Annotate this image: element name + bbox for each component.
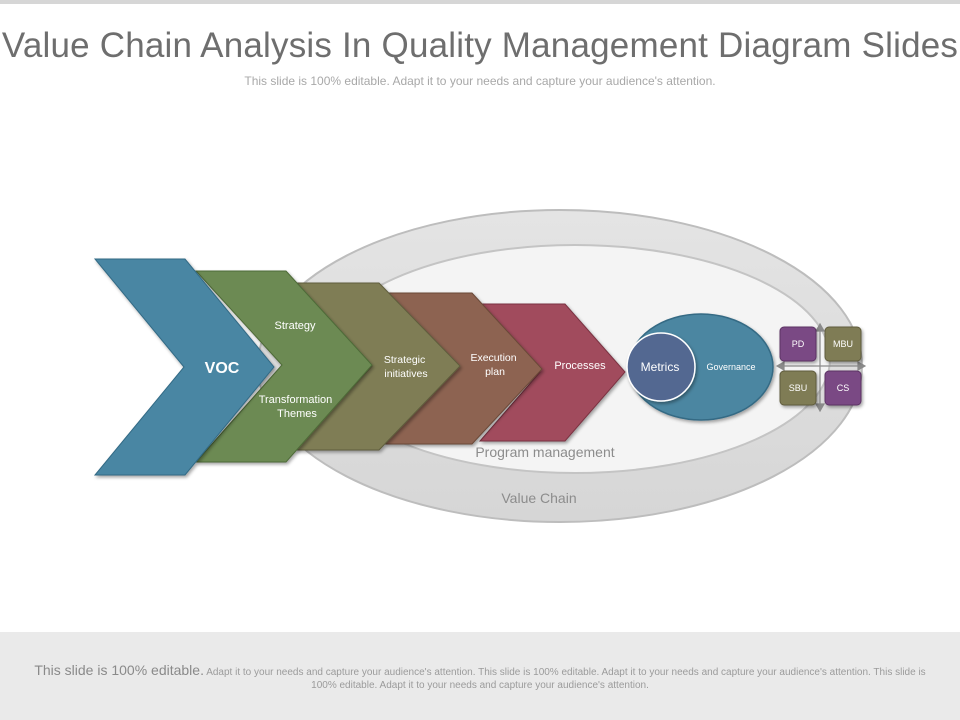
quadrant-mbu bbox=[824, 326, 862, 362]
quadrant-cs bbox=[824, 370, 862, 406]
footer-lead: This slide is 100% editable. bbox=[34, 662, 204, 678]
strategic-initiatives-line-2: initiatives bbox=[384, 368, 427, 380]
value-chain-label: Value Chain bbox=[501, 490, 576, 506]
metrics-circle bbox=[626, 332, 696, 402]
top-bar bbox=[0, 0, 960, 16]
chevron-processes bbox=[478, 303, 626, 442]
execution-plan-label: Execution plan bbox=[470, 352, 519, 378]
page-title: Value Chain Analysis In Quality Manageme… bbox=[1, 26, 959, 65]
chevron-voc bbox=[93, 258, 275, 476]
transformation-themes-label: Transformation Themes bbox=[259, 394, 336, 420]
processes-label: Processes bbox=[554, 360, 606, 372]
quadrant-sbu bbox=[779, 370, 817, 406]
program-management-label: Program management bbox=[475, 444, 614, 460]
quadrant-arrows bbox=[775, 322, 867, 413]
chevron-strategy bbox=[194, 270, 373, 463]
top-bar-line bbox=[0, 0, 960, 4]
footer-body: Adapt it to your needs and capture your … bbox=[206, 667, 926, 691]
voc-label: VOC bbox=[205, 360, 240, 377]
value-chain-diagram: Value Chain Program management VOC Strat… bbox=[93, 209, 867, 523]
chevron-strategic-initiatives bbox=[293, 282, 461, 451]
page-subtitle: This slide is 100% editable. Adapt it to… bbox=[244, 74, 716, 88]
quadrant-cs-label: CS bbox=[837, 383, 850, 393]
transformation-themes-line-1: Transformation bbox=[259, 394, 333, 406]
governance-label: Governance bbox=[706, 362, 755, 372]
strategic-initiatives-label: Strategic initiatives bbox=[384, 354, 428, 380]
execution-plan-line-1: Execution bbox=[470, 352, 516, 364]
quadrant-pd-label: PD bbox=[792, 339, 805, 349]
execution-plan-line-2: plan bbox=[485, 366, 505, 378]
footer-band bbox=[0, 632, 960, 720]
quadrant-sbu-label: SBU bbox=[789, 383, 808, 393]
transformation-themes-line-2: Themes bbox=[277, 408, 317, 420]
footer-text: This slide is 100% editable. Adapt it to… bbox=[34, 662, 926, 692]
quadrant-mbu-label: MBU bbox=[833, 339, 853, 349]
metrics-label: Metrics bbox=[641, 360, 680, 374]
strategic-initiatives-line-1: Strategic bbox=[384, 354, 425, 366]
quadrant-pd bbox=[779, 326, 817, 362]
strategy-label: Strategy bbox=[275, 320, 316, 332]
